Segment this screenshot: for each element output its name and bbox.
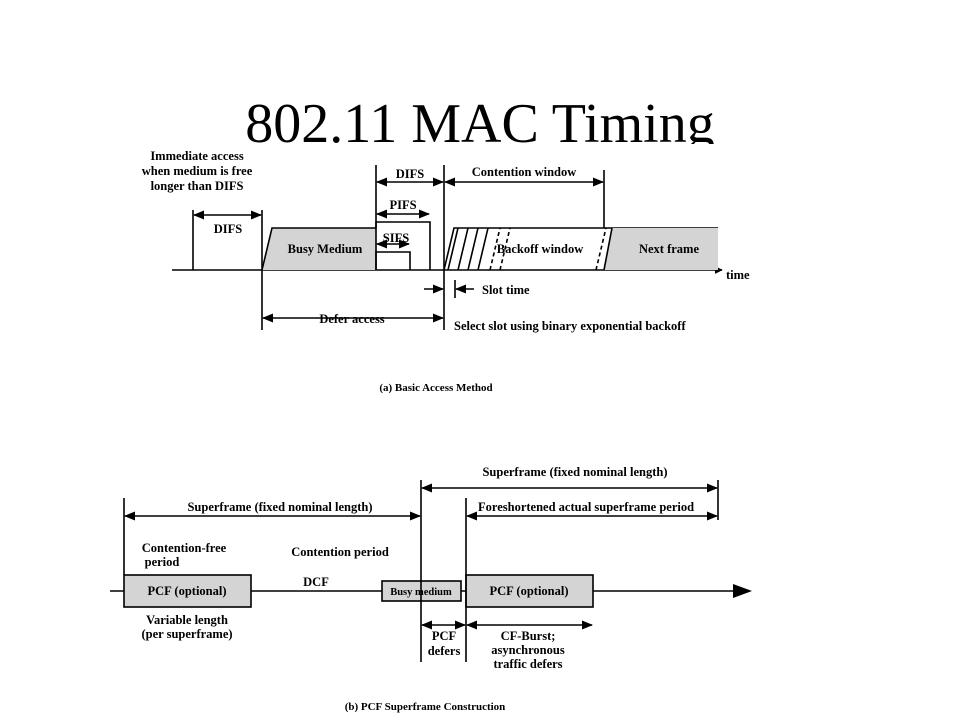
immediate-access-line-2: when medium is free	[142, 164, 253, 178]
basic-access-labels: Immediate access when medium is free lon…	[142, 149, 750, 394]
variable-length-line-1: Variable length	[146, 613, 228, 627]
pcf-superframe-diagram	[110, 480, 752, 662]
slot-slash	[499, 227, 511, 271]
slot-slash	[457, 227, 469, 271]
pcf-optional-label-1: PCF (optional)	[147, 584, 226, 598]
contention-period-label: Contention period	[291, 545, 389, 559]
immediate-access-line-1: Immediate access	[150, 149, 244, 163]
variable-length-line-2: (per superframe)	[141, 627, 232, 641]
pcf-defers-line-2: defers	[428, 644, 461, 658]
contention-free-line-2: period	[145, 555, 180, 569]
dcf-label: DCF	[303, 575, 329, 589]
pcf-optional-box-1	[123, 574, 252, 608]
slot-slash	[467, 227, 479, 271]
busy-medium-block	[261, 227, 377, 271]
title-clip: 802.11 MAC Timing	[0, 88, 960, 144]
immediate-access-line-3: longer than DIFS	[151, 179, 244, 193]
next-frame-edge	[603, 227, 613, 271]
pcf-superframe-caption: (b) PCF Superframe Construction	[345, 701, 506, 713]
pcf-defers-line-1: PCF	[432, 629, 457, 643]
slot-time-label: Slot time	[482, 283, 530, 297]
cf-burst-line-1: CF-Burst;	[501, 629, 556, 643]
slot-slash	[477, 227, 489, 271]
contention-free-line-1: Contention-free	[142, 541, 227, 555]
busy-medium-label: Busy Medium	[288, 242, 363, 256]
foreshortened-label: Foreshortened actual superframe period	[478, 500, 694, 514]
contention-window-label: Contention window	[472, 165, 577, 179]
sifs-label: SIFS	[383, 231, 409, 245]
slot-slash	[447, 227, 459, 271]
backoff-window-label: Backoff window	[497, 242, 583, 256]
next-frame-label: Next frame	[639, 242, 699, 256]
pcf-superframe-labels: Superframe (fixed nominal length) Superf…	[141, 465, 694, 713]
timeline-arrow-b	[733, 584, 752, 598]
pifs-label: PIFS	[389, 198, 416, 212]
slide-title: 802.11 MAC Timing	[245, 93, 715, 144]
time-label: time	[726, 268, 750, 282]
defer-access-label: Defer access	[319, 312, 384, 326]
sifs-step	[375, 251, 411, 270]
slot-slash	[489, 227, 501, 271]
superframe-top-label: Superframe (fixed nominal length)	[482, 465, 667, 479]
select-slot-label: Select slot using binary exponential bac…	[454, 319, 686, 333]
superframe-left-label: Superframe (fixed nominal length)	[187, 500, 372, 514]
cf-burst-line-3: traffic defers	[493, 657, 562, 671]
basic-access-diagram	[172, 165, 723, 330]
pifs-step	[375, 221, 431, 270]
slot-slash	[595, 227, 607, 271]
pcf-optional-label-2: PCF (optional)	[489, 584, 568, 598]
next-frame-block	[604, 228, 718, 270]
cf-burst-line-2: asynchronous	[491, 643, 565, 657]
difs-left-label: DIFS	[214, 222, 243, 236]
basic-access-caption: (a) Basic Access Method	[379, 382, 492, 394]
difs-top-label: DIFS	[396, 167, 425, 181]
busy-medium-box-label: Busy medium	[390, 587, 452, 598]
